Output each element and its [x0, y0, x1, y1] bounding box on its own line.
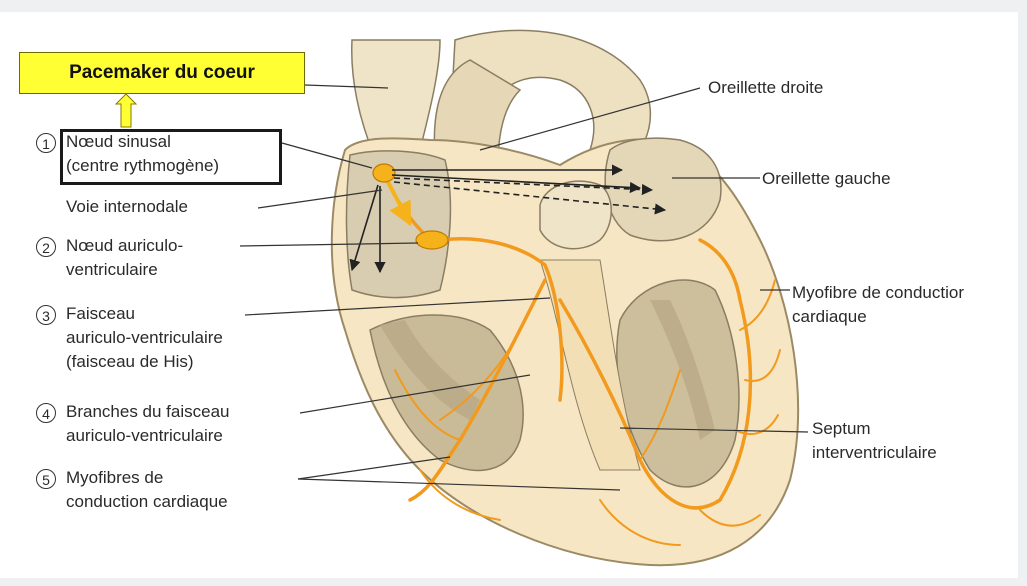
label-sinus-node: Nœud sinusal [66, 131, 171, 153]
label-his-bundle-3: (faisceau de His) [66, 351, 194, 373]
left-atrium [605, 138, 721, 241]
pacemaker-title-box: Pacemaker du coeur [19, 52, 305, 94]
label-purkinje: Myofibres de [66, 467, 163, 489]
pacemaker-title: Pacemaker du coeur [69, 62, 255, 83]
label-septum-2: interventriculaire [812, 442, 937, 464]
label-his-bundle: Faisceau [66, 303, 135, 325]
sinoatrial-node [373, 164, 395, 182]
label-number-5: 5 [36, 469, 56, 489]
label-left-atrium: Oreillette gauche [762, 168, 891, 190]
label-number-4: 4 [36, 403, 56, 423]
label-purkinje-2: conduction cardiaque [66, 491, 228, 513]
label-number-1: 1 [36, 133, 56, 153]
label-internodal: Voie internodale [66, 196, 188, 218]
label-conduction-fiber-2: cardiaque [792, 306, 867, 328]
label-septum: Septum [812, 418, 871, 440]
label-av-node-sub: ventriculaire [66, 259, 158, 281]
atrioventricular-node [416, 231, 448, 249]
label-number-2: 2 [36, 237, 56, 257]
label-number-3: 3 [36, 305, 56, 325]
aortic-valve [540, 181, 611, 249]
label-conduction-fiber: Myofibre de conductior [792, 282, 964, 304]
label-his-bundle-2: auriculo-ventriculaire [66, 327, 223, 349]
label-right-atrium: Oreillette droite [708, 77, 823, 99]
pacemaker-arrow [116, 94, 136, 127]
superior-vena-cava [352, 40, 440, 150]
label-bundle-branches: Branches du faisceau [66, 401, 230, 423]
label-sinus-node-sub: (centre rythmogène) [66, 155, 219, 177]
right-atrium [346, 151, 450, 298]
label-bundle-branches-2: auriculo-ventriculaire [66, 425, 223, 447]
label-av-node: Nœud auriculo- [66, 235, 183, 257]
